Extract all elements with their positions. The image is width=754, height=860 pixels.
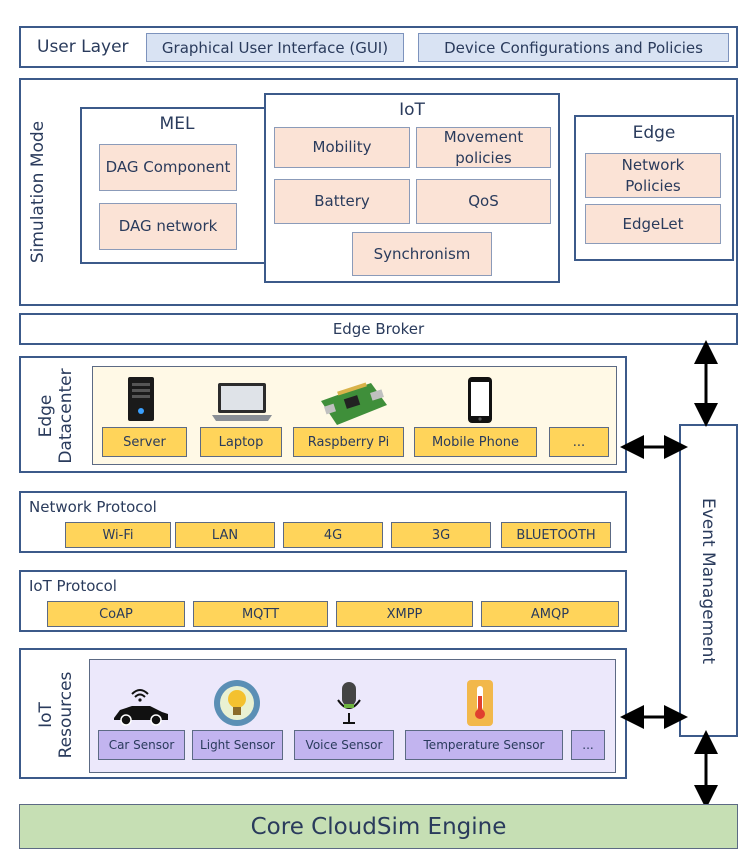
network-protocol-panel: Network Protocol Wi-Fi LAN 4G 3G BLUETOO… [19, 491, 627, 553]
protocol-4g: 4G [283, 522, 383, 548]
network-policies-box: Network Policies [585, 153, 721, 198]
iot-protocol-title: IoT Protocol [29, 577, 117, 595]
thermometer-icon [467, 680, 493, 726]
iot-protocol-panel: IoT Protocol CoAP MQTT XMPP AMQP [19, 570, 627, 632]
simulation-mode-panel: Simulation Mode MEL DAG Component DAG ne… [19, 78, 738, 306]
gui-box: Graphical User Interface (GUI) [146, 33, 404, 62]
mobile-phone-icon [468, 377, 492, 423]
protocol-xmpp: XMPP [336, 601, 473, 627]
edge-title: Edge [632, 123, 676, 143]
server-icon [128, 377, 154, 421]
mel-title: MEL [159, 114, 195, 134]
synchronism-box: Synchronism [352, 232, 492, 276]
iot-resources-panel: IoT Resources [19, 648, 627, 779]
edgelet-box: EdgeLet [585, 204, 721, 244]
device-mobile-phone: Mobile Phone [414, 427, 537, 457]
qos-box: QoS [416, 179, 551, 224]
protocol-3g: 3G [391, 522, 491, 548]
core-engine-bar: Core CloudSim Engine [19, 804, 738, 849]
device-more: ... [549, 427, 609, 457]
edge-datacenter-panel: Edge Datacenter [19, 356, 627, 473]
sensor-car: Car Sensor [98, 730, 185, 760]
mel-group: MEL DAG Component DAG network [80, 107, 274, 264]
sensor-temperature: Temperature Sensor [405, 730, 563, 760]
network-protocol-title: Network Protocol [29, 498, 157, 516]
mobility-box: Mobility [274, 127, 410, 168]
iot-resources-inner: Car Sensor Light Sensor Voice Sensor Tem… [89, 659, 616, 773]
edge-group: Edge Network Policies EdgeLet [574, 115, 734, 261]
microphone-icon [337, 682, 361, 724]
iot-title: IoT [399, 100, 425, 120]
iot-group: IoT Mobility Movement policies Battery Q… [264, 93, 560, 283]
edge-broker-bar: Edge Broker [19, 313, 738, 345]
light-bulb-icon [214, 680, 260, 726]
protocol-mqtt: MQTT [193, 601, 328, 627]
device-laptop: Laptop [200, 427, 282, 457]
device-server: Server [102, 427, 187, 457]
protocol-wifi: Wi-Fi [65, 522, 171, 548]
protocol-amqp: AMQP [481, 601, 619, 627]
user-layer-title: User Layer [37, 37, 129, 57]
edge-broker-label: Edge Broker [332, 320, 425, 338]
protocol-bluetooth: BLUETOOTH [501, 522, 611, 548]
dag-component-box: DAG Component [99, 144, 237, 191]
car-icon [114, 689, 168, 726]
event-management-panel: Event Management [679, 424, 738, 737]
battery-box: Battery [274, 179, 410, 224]
laptop-icon [212, 383, 272, 421]
raspberry-pi-icon [321, 382, 387, 425]
core-engine-label: Core CloudSim Engine [250, 813, 507, 840]
user-layer-panel: User Layer Graphical User Interface (GUI… [19, 26, 738, 68]
sensor-voice: Voice Sensor [294, 730, 394, 760]
protocol-coap: CoAP [47, 601, 185, 627]
dag-network-box: DAG network [99, 203, 237, 250]
device-config-box: Device Configurations and Policies [418, 33, 729, 62]
sensor-more: ... [571, 730, 605, 760]
movement-policies-box: Movement policies [416, 127, 551, 168]
sensor-light: Light Sensor [192, 730, 283, 760]
device-raspberry-pi: Raspberry Pi [293, 427, 404, 457]
protocol-lan: LAN [175, 522, 275, 548]
edge-datacenter-inner: Server Laptop Raspberry Pi Mobile Phone … [92, 366, 617, 465]
